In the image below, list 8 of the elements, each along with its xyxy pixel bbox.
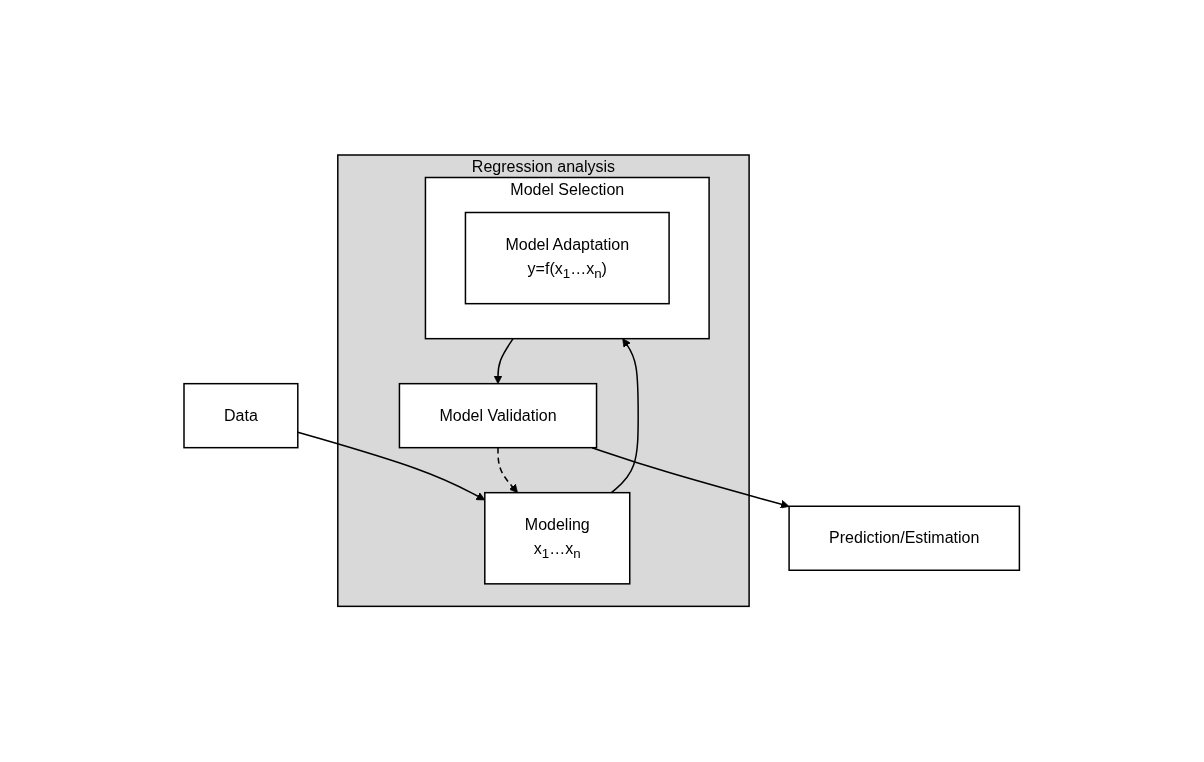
node-box: Model Validation [399, 383, 598, 449]
arrow [497, 447, 519, 494]
arrow [611, 338, 640, 494]
node-box: Modeling x$_{1}$…x$_{n}$ [484, 492, 631, 585]
arrow [493, 338, 515, 385]
node-box: Model Adaptation y=f(x$_{1}$…x$_{n}$) [465, 212, 671, 305]
node-box: Data [183, 383, 299, 449]
node-box: Prediction/Estimation [788, 505, 1021, 572]
